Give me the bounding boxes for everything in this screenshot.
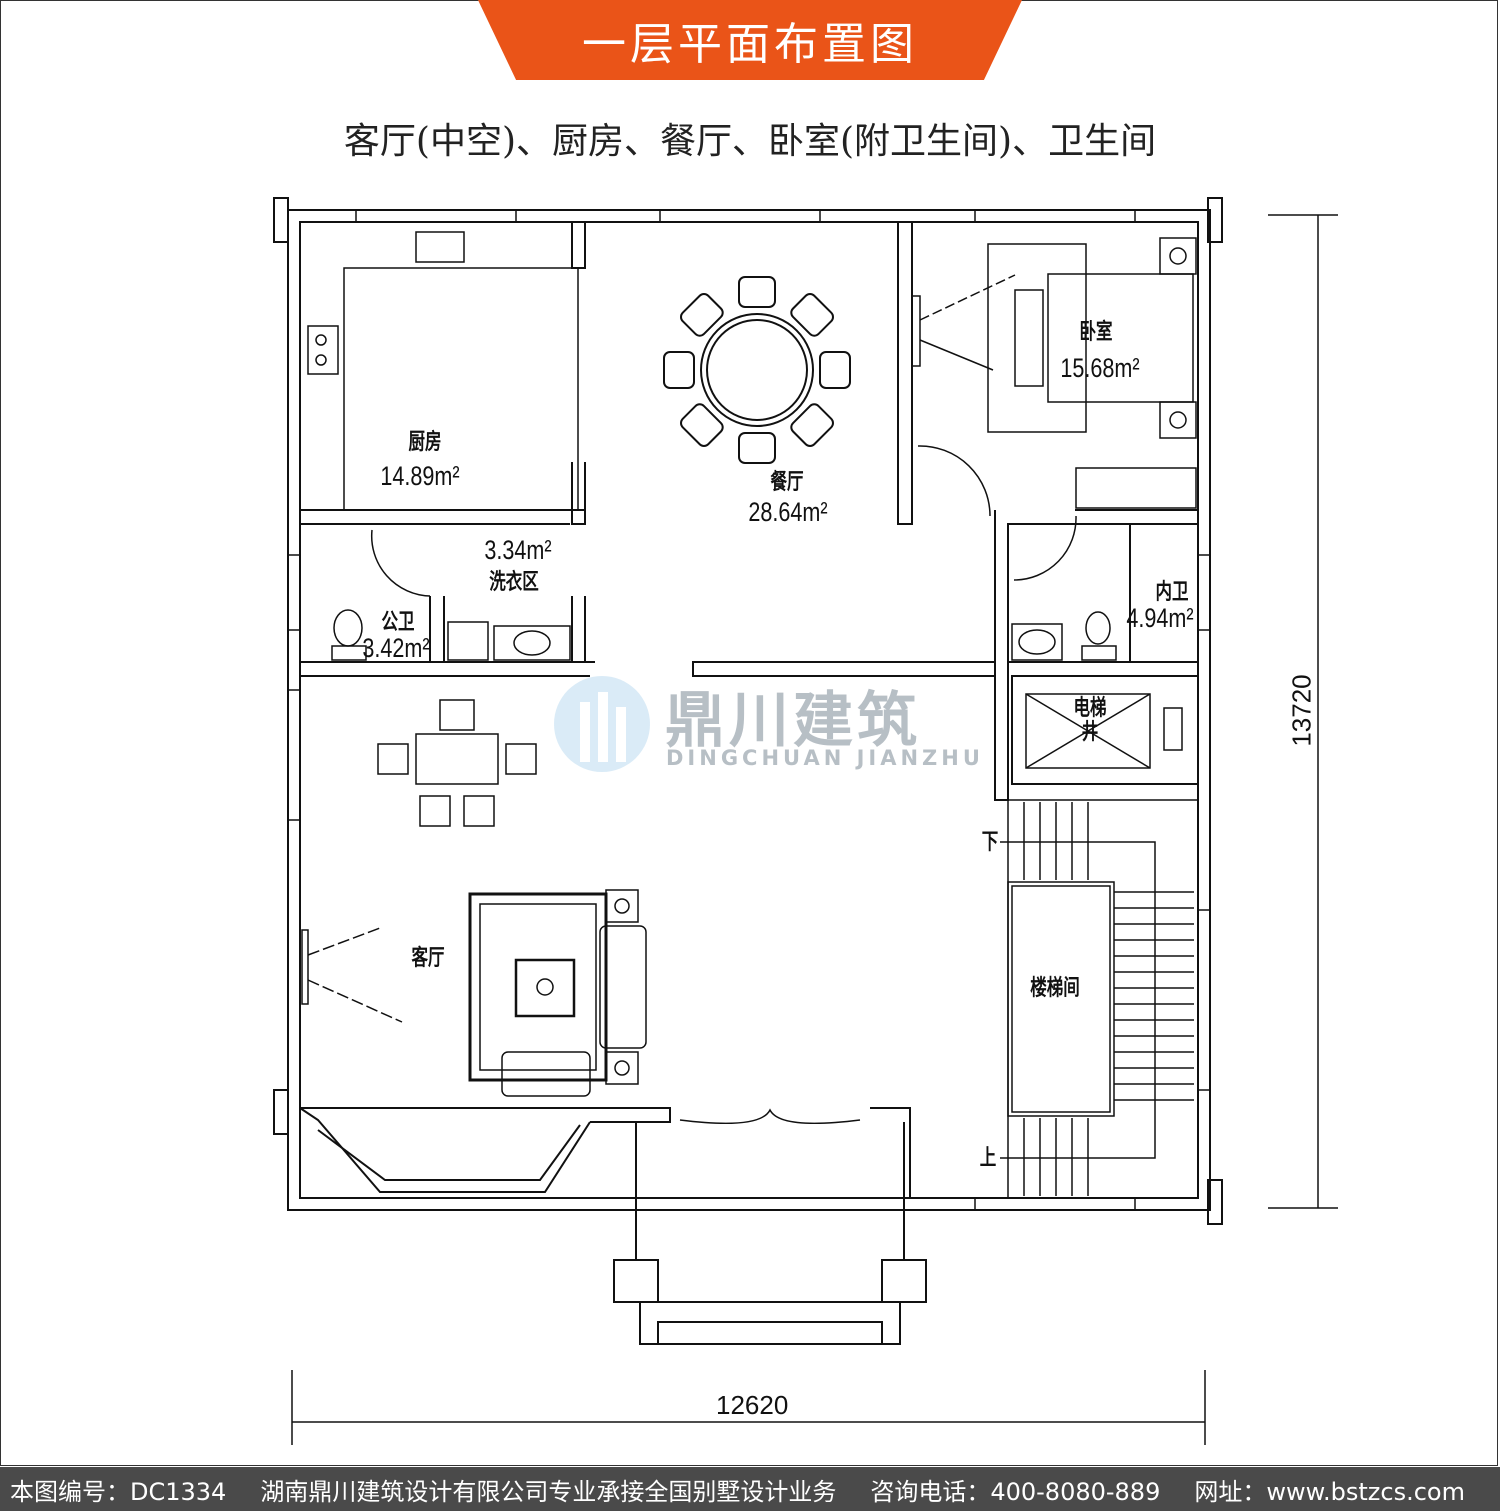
porch [613,1122,927,1345]
elevator-label: 电梯井 [1073,695,1107,745]
staircase [1000,799,1199,1199]
stair-label: 楼梯间 [1030,975,1080,1000]
dining-chair [738,276,776,308]
dining-chair [679,403,724,448]
laundry-area: 3.34m² [484,535,552,565]
bedroom-area: 15.68m² [1060,353,1140,383]
laundry-label: 洗衣区 [489,569,539,594]
room-summary: 客厅(中空)、厨房、餐厅、卧室(附卫生间)、卫生间 [343,121,1157,162]
dining-chair [663,351,695,389]
phone-info: 咨询电话：400-8080-889 [870,1477,1161,1506]
bath-fixtures [331,609,1117,661]
width-dimension: 12620 [716,1390,789,1420]
drawing-code: 本图编号：DC1334 [10,1477,227,1506]
page-title: 一层平面布置图 [478,0,1022,80]
depth-dimension: 13720 [1286,674,1317,747]
dining-area: 28.64m² [748,497,828,527]
dining-chair [790,292,835,337]
dining-chair [679,292,724,337]
kitchen-area: 14.89m² [380,461,460,491]
watermark-text: 鼎川建筑 [665,686,921,756]
door-swings [370,445,1077,1125]
ensuite-bath-label: 内卫 [1155,579,1189,604]
bed [911,237,1197,509]
dimension-lines [291,214,1338,1445]
floor-plan [273,197,1338,1445]
dining-chair [819,351,851,389]
footer-bar: 本图编号：DC1334 湖南鼎川建筑设计有限公司专业承接全国别墅设计业务 咨询电… [0,1467,1500,1511]
bay-window [299,1107,591,1193]
public-bath-label: 公卫 [381,609,415,634]
stair-up-label: 上 [979,1145,997,1170]
dining-label: 餐厅 [770,469,804,494]
dining-chair [790,403,835,448]
dining-table [663,276,851,464]
living-furniture [301,699,647,1097]
public-bath-area: 3.42m² [362,633,430,663]
kitchen-label: 厨房 [408,429,442,454]
bedroom-label: 卧室 [1079,319,1113,344]
stair-down-label: 下 [981,829,999,854]
company-info: 湖南鼎川建筑设计有限公司专业承接全国别墅设计业务 [260,1477,837,1506]
elevator-shaft [1025,693,1183,769]
website-link[interactable]: 网址：www.bstzcs.com [1194,1477,1465,1506]
dining-chair [738,432,776,464]
kitchen-fixtures [307,231,579,511]
living-label: 客厅 [411,945,445,970]
watermark-subtext: DINGCHUAN JIANZHU [666,746,984,770]
ensuite-bath-area: 4.94m² [1126,603,1194,633]
